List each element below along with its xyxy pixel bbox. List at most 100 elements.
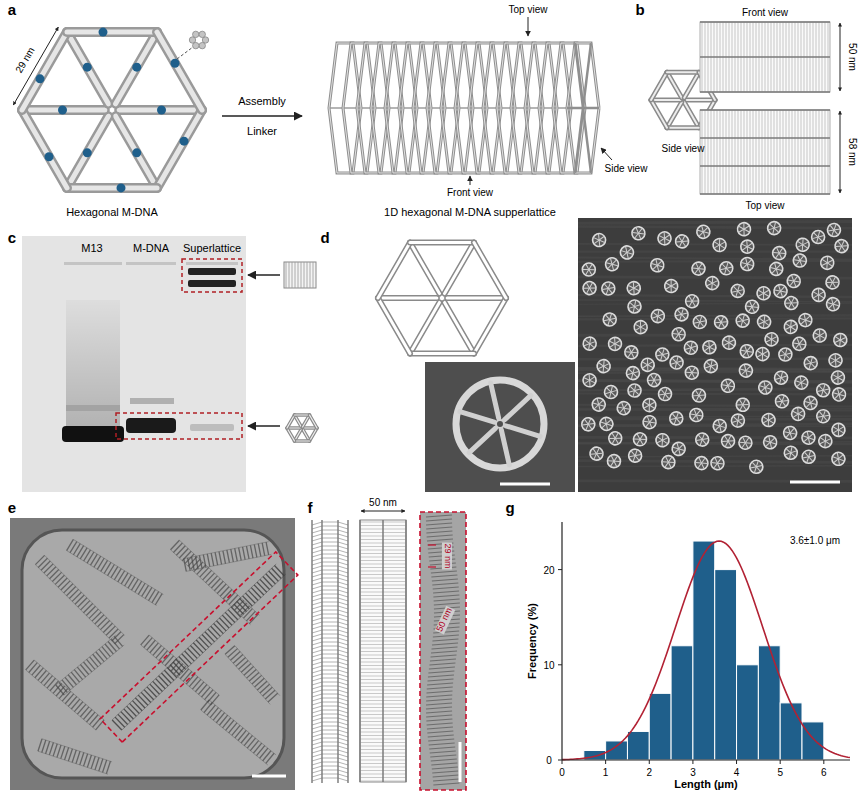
stroke-line [312,694,322,697]
stroke-line [378,297,437,300]
stroke-line [322,726,338,727]
stroke-line [312,698,322,701]
stroke-line [338,622,348,625]
stroke-line [322,762,338,763]
panel-letter: f [308,500,313,517]
stroke-line [76,751,80,763]
lane-label: M-DNA [133,242,169,254]
stroke-line [53,744,57,756]
stroke-line [338,582,348,585]
stroke-line [338,698,348,701]
shape-rect [360,520,406,782]
stroke-line [322,566,338,567]
origami-particle [789,405,806,422]
origami-particle [703,274,721,292]
stroke-line [234,604,244,614]
stroke-line [190,645,200,655]
stroke-line [684,102,699,127]
stroke-line [667,102,682,127]
stroke-line [322,662,338,663]
stroke-line [312,558,322,561]
origami-particle [776,345,794,363]
stroke-line [747,110,748,194]
stroke-line [150,684,160,694]
stroke-line [207,554,210,567]
stroke-line [410,243,439,294]
stroke-line [322,778,338,779]
stroke-line [205,632,215,642]
stroke-line [310,262,311,288]
origami-particle [729,282,747,300]
stroke-line [558,569,562,570]
stroke-line [426,691,452,693]
stroke-line [322,730,338,731]
stroke-line [322,574,338,575]
stroke-line [338,606,348,609]
stroke-line [428,566,436,567]
stroke-line [445,302,474,353]
stroke-line [260,579,270,589]
origami-particle [645,371,663,389]
stroke-line [240,599,250,609]
stroke-line [667,72,682,97]
stroke-line [432,643,458,645]
stroke-line [322,718,338,719]
stroke-line [410,302,439,353]
stroke-line [127,706,137,716]
origami-particle [685,366,699,380]
stroke-line [157,32,202,110]
stroke-line [322,522,338,523]
stroke-line [322,774,338,775]
stroke-line [322,674,338,675]
stroke-line [312,662,322,665]
stroke-line [310,415,318,428]
origami-particle [719,432,737,450]
origami-particle [802,354,820,372]
stroke-line [798,110,799,194]
stroke-line [130,703,140,713]
stroke-line [692,760,693,764]
stroke-line [705,110,706,194]
stroke-line [428,675,454,677]
stroke-line [578,221,852,223]
stroke-line [432,639,458,641]
stroke-line [338,626,348,629]
stroke-line [432,579,458,581]
shape-rect [420,512,466,790]
stroke-line [295,415,302,427]
stroke-line [235,548,238,561]
stroke-line [114,636,122,646]
stroke-line [777,110,778,194]
origami-particle [581,335,599,353]
stroke-line [312,642,322,645]
stroke-line [329,107,567,109]
stroke-line [312,734,322,737]
stroke-line [312,566,322,569]
origami-particle [626,446,644,464]
stroke-line [578,479,852,482]
stroke-line [338,766,348,769]
stroke-line [322,618,338,619]
origami-particle [693,430,711,448]
stroke-line [312,754,322,757]
origami-particle [735,220,753,238]
stroke-line [732,110,733,194]
origami-particle [733,311,751,329]
stroke-line [338,522,348,525]
lane-label: Superlattice [183,242,241,254]
stroke-line [823,760,824,764]
tick-label: 4 [734,767,740,778]
stroke-line [322,570,338,571]
staple-dot [83,63,92,72]
origami-particle [772,246,786,260]
stroke-line [214,623,224,633]
stroke-line [501,430,509,465]
stroke-line [684,102,699,127]
origami-particle [667,353,685,371]
origami-particle [656,230,673,247]
stroke-line [295,415,302,427]
stroke-line [116,32,157,104]
stroke-line [729,110,730,194]
origami-particle [794,236,812,254]
stroke-line [338,630,348,633]
